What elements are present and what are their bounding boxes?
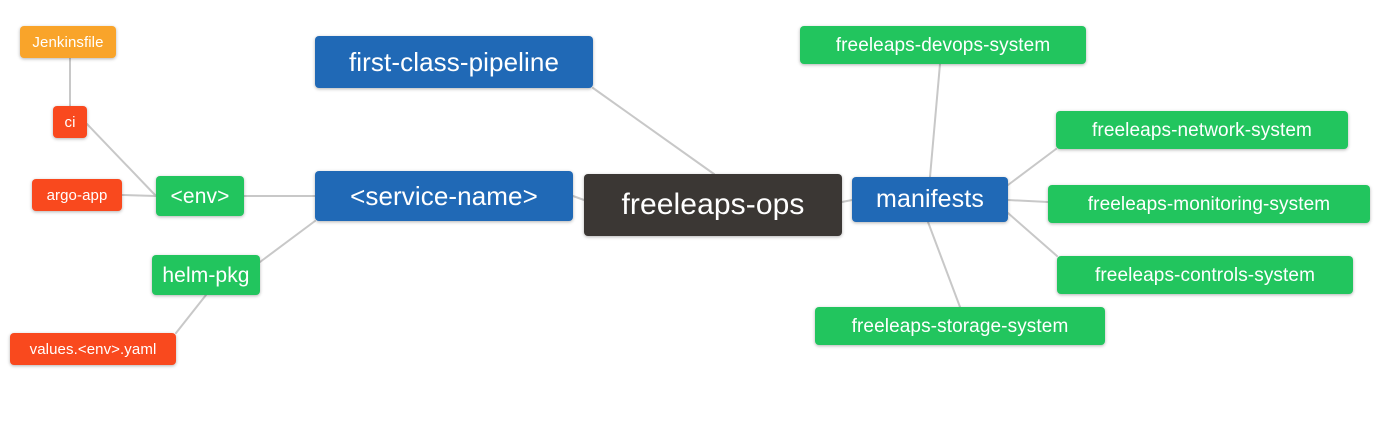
node-network[interactable]: freeleaps-network-system bbox=[1056, 111, 1348, 149]
edge-manifests-to-devops bbox=[929, 63, 941, 178]
node-service[interactable]: <service-name> bbox=[315, 171, 573, 221]
node-values[interactable]: values.<env>.yaml bbox=[10, 333, 176, 365]
edge-helm-to-service bbox=[259, 220, 316, 263]
node-pipeline[interactable]: first-class-pipeline bbox=[315, 36, 593, 88]
node-helm[interactable]: helm-pkg bbox=[152, 255, 260, 295]
edge-manifests-to-storage bbox=[927, 221, 961, 308]
node-manifests[interactable]: manifests bbox=[852, 177, 1008, 222]
edge-manifests-to-network bbox=[1007, 148, 1057, 186]
node-jenkinsfile[interactable]: Jenkinsfile bbox=[20, 26, 116, 58]
node-monitoring[interactable]: freeleaps-monitoring-system bbox=[1048, 185, 1370, 223]
node-storage[interactable]: freeleaps-storage-system bbox=[815, 307, 1105, 345]
node-devops[interactable]: freeleaps-devops-system bbox=[800, 26, 1086, 64]
node-controls[interactable]: freeleaps-controls-system bbox=[1057, 256, 1353, 294]
node-root[interactable]: freeleaps-ops bbox=[584, 174, 842, 236]
node-argoapp[interactable]: argo-app bbox=[32, 179, 122, 211]
edge-root-to-manifests bbox=[841, 199, 853, 203]
edge-service-to-root bbox=[572, 195, 585, 201]
node-env[interactable]: <env> bbox=[156, 176, 244, 216]
edge-argoapp-to-env bbox=[121, 194, 157, 197]
edge-values-to-helm bbox=[175, 294, 207, 334]
edge-pipeline-to-root bbox=[592, 87, 715, 175]
node-ci[interactable]: ci bbox=[53, 106, 87, 138]
edge-manifests-to-monitoring bbox=[1007, 199, 1049, 203]
